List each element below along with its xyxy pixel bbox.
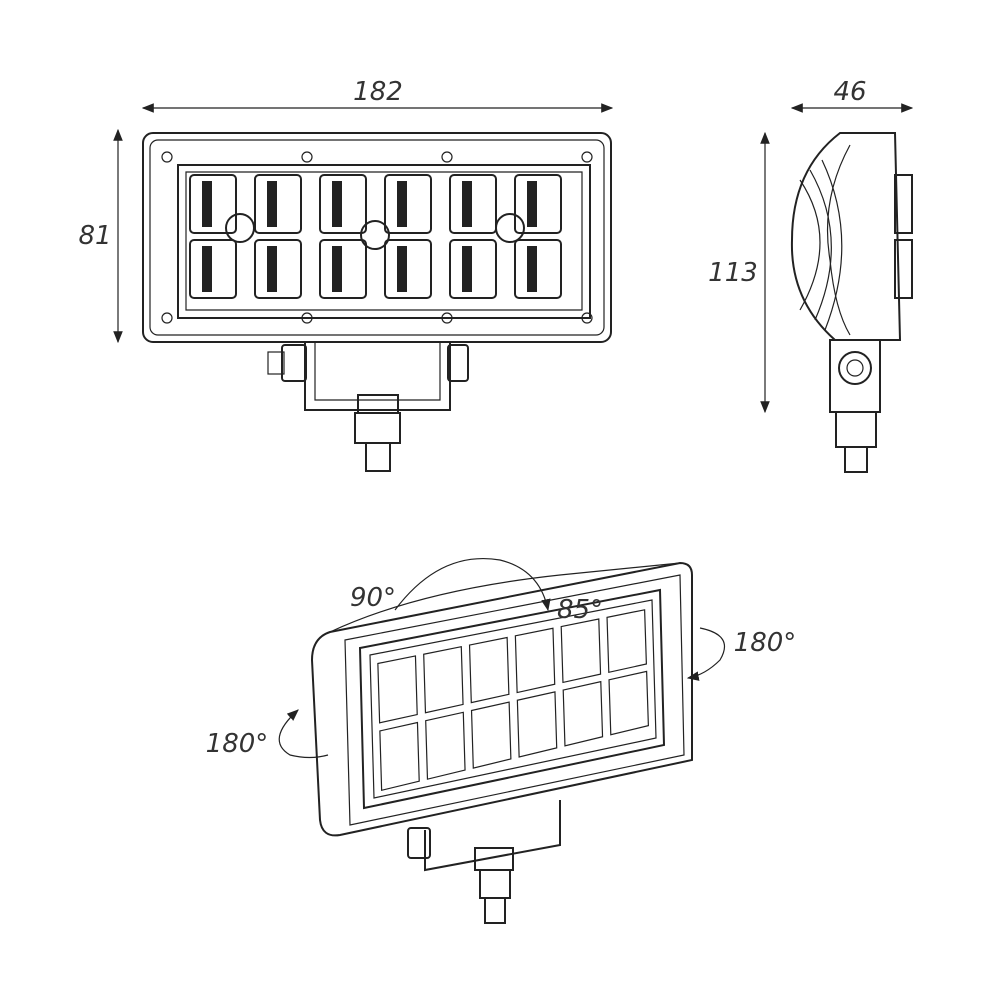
height-dimension: 81 <box>78 221 111 251</box>
led-array <box>189 174 562 299</box>
led-module <box>516 691 558 758</box>
front-view <box>142 132 612 472</box>
led-module <box>254 174 302 234</box>
led-module <box>319 239 367 299</box>
led-module <box>562 680 604 747</box>
rotate-right-angle: 180° <box>734 628 797 658</box>
side-view <box>790 132 913 473</box>
led-module <box>384 239 432 299</box>
depth-dimension: 46 <box>833 77 866 107</box>
screw-icon <box>161 151 173 163</box>
led-module <box>449 239 497 299</box>
total-height-dimension: 113 <box>708 258 758 288</box>
led-array-perspective <box>377 609 649 792</box>
led-module <box>377 655 418 724</box>
rotate-left-angle: 180° <box>206 729 269 759</box>
screw-icon <box>301 151 313 163</box>
led-module <box>608 670 649 736</box>
screw-icon <box>581 312 593 324</box>
width-dimension: 182 <box>353 77 403 107</box>
led-module <box>560 618 602 684</box>
led-module <box>468 636 510 704</box>
screw-icon <box>581 151 593 163</box>
perspective-view <box>278 558 725 924</box>
led-module <box>606 609 647 674</box>
led-module <box>189 174 237 234</box>
screw-icon <box>301 312 313 324</box>
led-module <box>470 701 512 769</box>
screw-icon <box>161 312 173 324</box>
lens-center <box>495 213 525 243</box>
led-module <box>254 239 302 299</box>
lens-center <box>360 220 390 250</box>
led-module <box>379 721 420 792</box>
lens-center <box>225 213 255 243</box>
led-module <box>514 627 556 694</box>
screw-icon <box>441 151 453 163</box>
led-module <box>384 174 432 234</box>
led-module <box>425 711 466 780</box>
led-module <box>319 174 367 234</box>
led-module <box>423 645 464 714</box>
led-module <box>449 174 497 234</box>
tilt-up-angle: 90° <box>350 583 396 613</box>
tilt-down-angle: 85° <box>557 595 603 625</box>
led-module <box>514 174 562 234</box>
led-module <box>514 239 562 299</box>
dimension-lines <box>113 103 914 414</box>
led-module <box>189 239 237 299</box>
screw-icon <box>441 312 453 324</box>
